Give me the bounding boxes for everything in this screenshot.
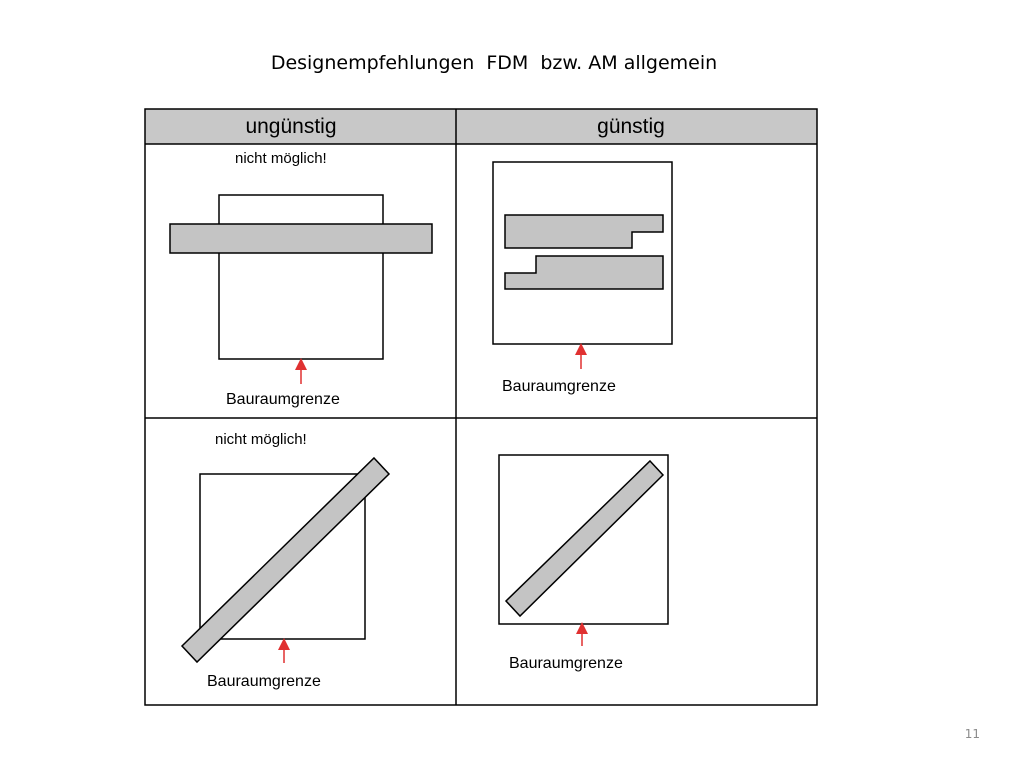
header-favorable: günstig [597, 115, 665, 138]
table-frame [144, 108, 818, 706]
top-left-part [169, 223, 433, 254]
page-number: 11 [964, 727, 980, 741]
bottom-right-part [504, 459, 665, 618]
top-right-part-lower [504, 255, 664, 290]
bottom-left-note: nicht möglich! [215, 431, 307, 448]
top-left-note: nicht möglich! [235, 150, 327, 167]
bottom-left-label: Bauraumgrenze [207, 673, 321, 690]
bottom-right-label: Bauraumgrenze [509, 655, 623, 672]
top-right-build-volume [492, 161, 673, 345]
top-left-label: Bauraumgrenze [226, 391, 340, 408]
header-unfavorable: ungünstig [245, 115, 336, 138]
bottom-left-part [180, 456, 391, 664]
top-right-part-upper [504, 214, 664, 249]
slide-title: Designempfehlungen FDM bzw. AM allgemein [270, 52, 718, 74]
top-right-label: Bauraumgrenze [502, 378, 616, 395]
top-left-build-volume [218, 194, 384, 360]
table-header-background [145, 109, 817, 144]
